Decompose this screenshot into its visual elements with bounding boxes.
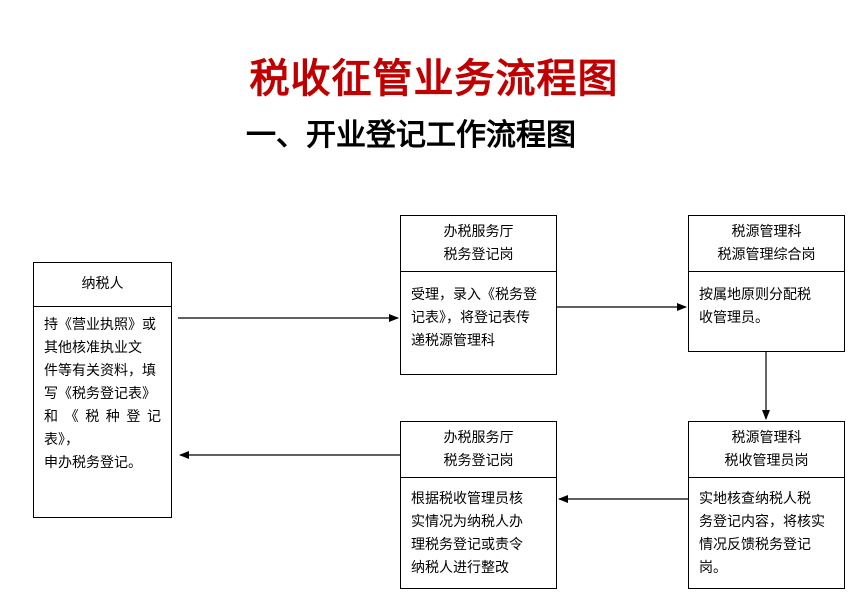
tax-source-top-header: 税源管理科 税源管理综合岗 xyxy=(689,216,844,272)
diagram-subtitle: 一、开业登记工作流程图 xyxy=(246,118,576,153)
diagram-title: 税收征管业务流程图 xyxy=(249,55,619,102)
header-line: 税源管理综合岗 xyxy=(717,246,816,263)
body-line: 持《营业执照》或 xyxy=(44,317,156,333)
body-line: 实情况为纳税人办 xyxy=(411,514,523,530)
taxpayer-box-header: 纳税人 xyxy=(34,263,171,307)
taxpayer-box: 纳税人 持《营业执照》或 其他核准执业文 件等有关资料，填 写《税务登记表》 和… xyxy=(33,262,172,518)
taxpayer-box-body: 持《营业执照》或 其他核准执业文 件等有关资料，填 写《税务登记表》 和《税种登… xyxy=(34,307,171,475)
header-line: 税务登记岗 xyxy=(443,246,514,263)
body-line: 件等有关资料，填 xyxy=(44,363,156,379)
body-line: 务登记内容，将核实 xyxy=(699,514,825,530)
body-line: 和《税种登记表》， xyxy=(44,409,161,448)
body-line: 申办税务登记。 xyxy=(44,455,142,471)
tax-hall-top-body: 受理，录入《税务登 记表》，将登记表传 递税源管理科 xyxy=(401,272,556,353)
header-line: 办税服务厅 xyxy=(443,429,514,446)
header-line: 税务登记岗 xyxy=(443,452,514,469)
header-line: 办税服务厅 xyxy=(443,223,514,240)
body-line: 递税源管理科 xyxy=(411,333,495,349)
tax-hall-top-header: 办税服务厅 税务登记岗 xyxy=(401,216,556,272)
tax-source-top-body: 按属地原则分配税 收管理员。 xyxy=(689,272,844,330)
header-line: 税收管理员岗 xyxy=(724,452,809,469)
body-line: 实地核查纳税人税 xyxy=(699,491,811,507)
header-line: 纳税人 xyxy=(81,276,124,292)
body-line: 纳税人进行整改 xyxy=(411,560,509,576)
tax-source-management-box-bottom: 税源管理科 税收管理员岗 实地核查纳税人税 务登记内容，将核实 情况反馈税务登记… xyxy=(688,421,845,589)
body-line: 理税务登记或责令 xyxy=(411,537,523,553)
body-line: 受理，录入《税务登 xyxy=(411,287,537,303)
tax-hall-registration-box-top: 办税服务厅 税务登记岗 受理，录入《税务登 记表》，将登记表传 递税源管理科 xyxy=(400,215,557,375)
header-line: 税源管理科 xyxy=(731,223,802,240)
tax-source-bottom-header: 税源管理科 税收管理员岗 xyxy=(689,422,844,478)
header-line: 税源管理科 xyxy=(731,429,802,446)
tax-hall-bottom-body: 根据税收管理员核 实情况为纳税人办 理税务登记或责令 纳税人进行整改 xyxy=(401,478,556,580)
tax-hall-registration-box-bottom: 办税服务厅 税务登记岗 根据税收管理员核 实情况为纳税人办 理税务登记或责令 纳… xyxy=(400,421,557,589)
body-line: 按属地原则分配税 xyxy=(699,287,811,303)
body-line: 岗。 xyxy=(699,560,727,576)
tax-source-bottom-body: 实地核查纳税人税 务登记内容，将核实 情况反馈税务登记 岗。 xyxy=(689,478,844,580)
body-line: 根据税收管理员核 xyxy=(411,491,523,507)
tax-hall-bottom-header: 办税服务厅 税务登记岗 xyxy=(401,422,556,478)
body-line: 其他核准执业文 xyxy=(44,340,142,356)
body-line: 情况反馈税务登记 xyxy=(699,537,811,553)
body-line: 记表》，将登记表传 xyxy=(411,310,530,326)
body-line: 收管理员。 xyxy=(699,310,769,326)
tax-source-management-box-top: 税源管理科 税源管理综合岗 按属地原则分配税 收管理员。 xyxy=(688,215,845,352)
body-line: 写《税务登记表》 xyxy=(44,386,156,402)
